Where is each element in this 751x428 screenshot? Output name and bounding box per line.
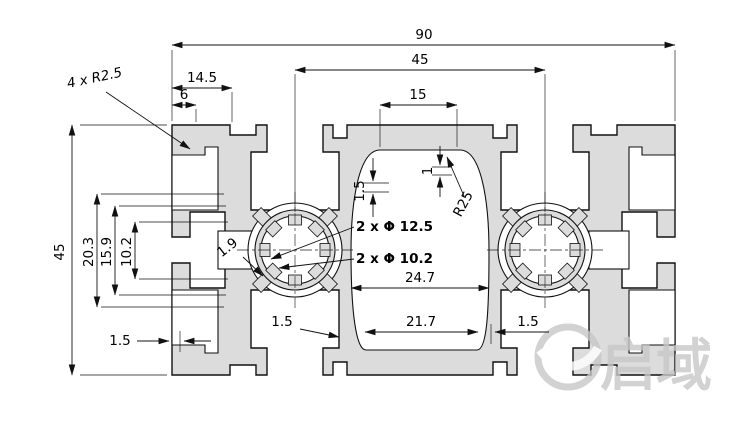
watermark-logo-icon: [534, 323, 602, 391]
dim-label: 15: [409, 87, 426, 103]
note-corner-radius: 4 x R2.5: [66, 65, 191, 150]
dim-15-9: 15.9: [99, 205, 226, 296]
dim-wall-bottom-right-1-5: 1.5: [490, 314, 549, 344]
dim-label: 1.5: [271, 314, 292, 330]
spline-tooth: [515, 262, 533, 280]
spline-tooth: [307, 220, 325, 238]
spline-tooth: [557, 262, 575, 280]
watermark-swoosh-icon: [536, 345, 602, 371]
dim-label: 20.3: [81, 237, 97, 267]
dim-label: 6: [180, 87, 189, 103]
dim-label: 90: [415, 27, 432, 43]
dim-14-5: 14.5: [171, 70, 233, 122]
dim-label: 10.2: [119, 237, 135, 267]
dim-label: 24.7: [405, 270, 435, 286]
spline-tooth: [265, 220, 283, 238]
dim-label: 45: [52, 243, 68, 260]
spline-tooth: [515, 220, 533, 238]
dim-6: 6: [171, 87, 197, 122]
corner-channel-top-left: [171, 146, 219, 211]
dim-overall-width: 90: [171, 27, 676, 121]
dim-label: 1.5: [517, 314, 538, 330]
corner-channel-bottom-right: [628, 289, 676, 354]
watermark: 启域: [534, 323, 712, 399]
dim-label: 15.9: [99, 237, 115, 267]
note-label: 2 x Φ 10.2: [356, 251, 433, 267]
dim-15: 15: [379, 87, 458, 147]
dim-wall-bottom-mid-1-5: 1.5: [271, 314, 340, 339]
spline-tooth: [557, 220, 575, 238]
spline-tooth: [265, 262, 283, 280]
dim-label: 21.7: [406, 314, 436, 330]
corner-channel-top-right: [628, 146, 676, 211]
dim-overall-height: 45: [52, 124, 167, 376]
dim-label: 45: [411, 52, 428, 68]
dim-10-2: 10.2: [119, 221, 228, 280]
dim-label: 1.5: [352, 180, 368, 201]
note-bore-minor: 2 x Φ 10.2: [278, 251, 433, 271]
dim-20-3: 20.3: [81, 193, 224, 308]
dim-21-7: 21.7: [364, 314, 479, 336]
dim-label: 1.5: [109, 333, 130, 349]
watermark-text: 启域: [600, 334, 712, 399]
dim-24-7: 24.7: [350, 270, 490, 292]
spline-tooth: [307, 262, 325, 280]
corner-channel-bottom-left: [171, 289, 219, 354]
note-label: 2 x Φ 12.5: [356, 219, 433, 235]
dim-wall-left-1-5: 1.5: [109, 331, 211, 352]
note-label: 4 x R2.5: [66, 65, 124, 92]
dim-wall-top-1-5: 1.5: [352, 158, 389, 217]
center-cavity: [350, 149, 490, 351]
dim-bore-spacing: 45: [294, 52, 546, 212]
dim-wall-1: 1: [420, 146, 452, 197]
dim-label: 1: [420, 167, 436, 176]
dim-label: 14.5: [187, 70, 217, 86]
note-bore-major: 2 x Φ 12.5: [270, 219, 433, 260]
